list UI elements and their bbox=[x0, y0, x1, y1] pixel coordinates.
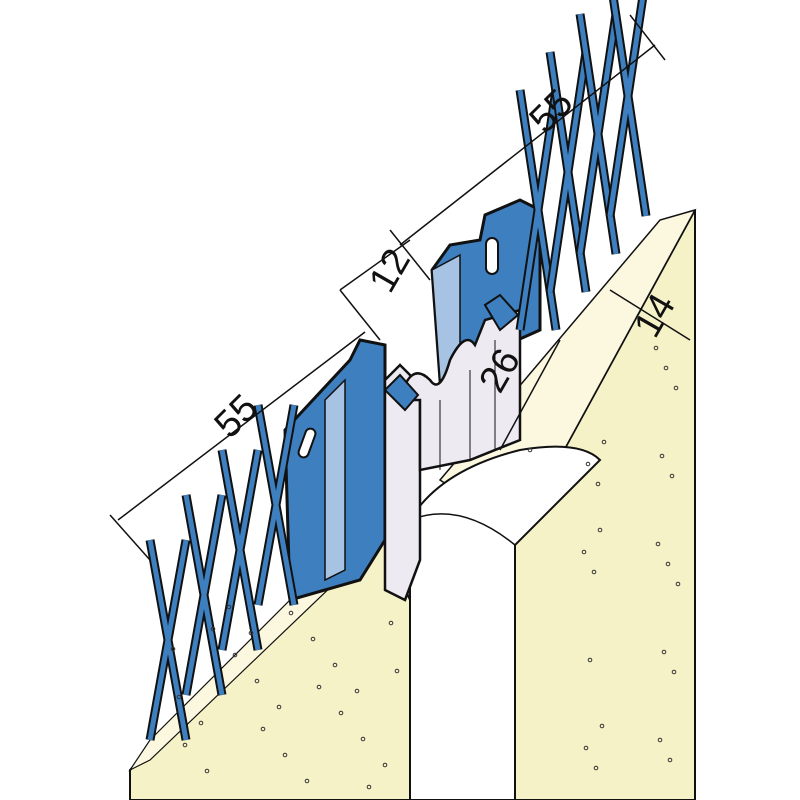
texture-dot bbox=[587, 657, 593, 663]
left-expanded-metal-mesh bbox=[145, 404, 299, 741]
texture-dot bbox=[669, 473, 675, 479]
texture-dot bbox=[338, 710, 344, 716]
texture-dot bbox=[599, 723, 605, 729]
texture-dot bbox=[288, 610, 294, 616]
texture-dot bbox=[593, 765, 599, 771]
texture-dot bbox=[527, 447, 533, 453]
texture-dot bbox=[655, 541, 661, 547]
texture-dot bbox=[226, 604, 232, 610]
dimension-left-mesh: 55 bbox=[207, 387, 267, 447]
left-profile bbox=[283, 338, 387, 602]
dimension-gap: 12 bbox=[361, 242, 419, 300]
texture-dot bbox=[585, 461, 591, 467]
mesh-strand bbox=[183, 494, 225, 696]
right-expanded-metal-mesh bbox=[515, 0, 651, 331]
texture-dot bbox=[601, 439, 607, 445]
texture-dot bbox=[673, 385, 679, 391]
texture-dot bbox=[667, 757, 673, 763]
texture-dot bbox=[665, 561, 671, 567]
mesh-strand bbox=[147, 539, 189, 741]
mesh-strand bbox=[577, 13, 619, 255]
dimension-lines bbox=[109, 14, 691, 561]
texture-dot bbox=[382, 762, 388, 768]
texture-dot bbox=[204, 768, 210, 774]
texture-dot bbox=[170, 646, 176, 652]
texture-dot bbox=[260, 726, 266, 732]
texture-dot bbox=[232, 652, 238, 658]
texture-dot bbox=[671, 669, 677, 675]
texture-dot bbox=[282, 752, 288, 758]
texture-dot bbox=[595, 481, 601, 487]
texture-dot bbox=[304, 778, 310, 784]
texture-dot bbox=[366, 784, 372, 790]
texture-dot bbox=[254, 678, 260, 684]
texture-dot bbox=[583, 745, 589, 751]
plaster-texture-dots bbox=[170, 345, 681, 790]
mesh-strand bbox=[255, 404, 297, 606]
texture-dot bbox=[659, 453, 665, 459]
mesh-strand bbox=[219, 449, 261, 651]
texture-dot bbox=[388, 620, 394, 626]
texture-dot bbox=[210, 626, 216, 632]
texture-dot bbox=[394, 668, 400, 674]
texture-dot bbox=[597, 527, 603, 533]
texture-dot bbox=[176, 694, 182, 700]
texture-dot bbox=[657, 737, 663, 743]
texture-dot bbox=[354, 688, 360, 694]
texture-dot bbox=[591, 569, 597, 575]
texture-dot bbox=[276, 704, 282, 710]
texture-dot bbox=[663, 365, 669, 371]
texture-dot bbox=[248, 630, 254, 636]
texture-dot bbox=[198, 720, 204, 726]
joint-connector bbox=[383, 293, 522, 602]
texture-dot bbox=[360, 736, 366, 742]
texture-dot bbox=[653, 345, 659, 351]
texture-dot bbox=[581, 549, 587, 555]
texture-dot bbox=[332, 662, 338, 668]
texture-dot bbox=[182, 742, 188, 748]
texture-dot bbox=[316, 684, 322, 690]
texture-dot bbox=[675, 581, 681, 587]
texture-dot bbox=[661, 649, 667, 655]
texture-dot bbox=[310, 636, 316, 642]
mesh-strand bbox=[607, 0, 649, 217]
